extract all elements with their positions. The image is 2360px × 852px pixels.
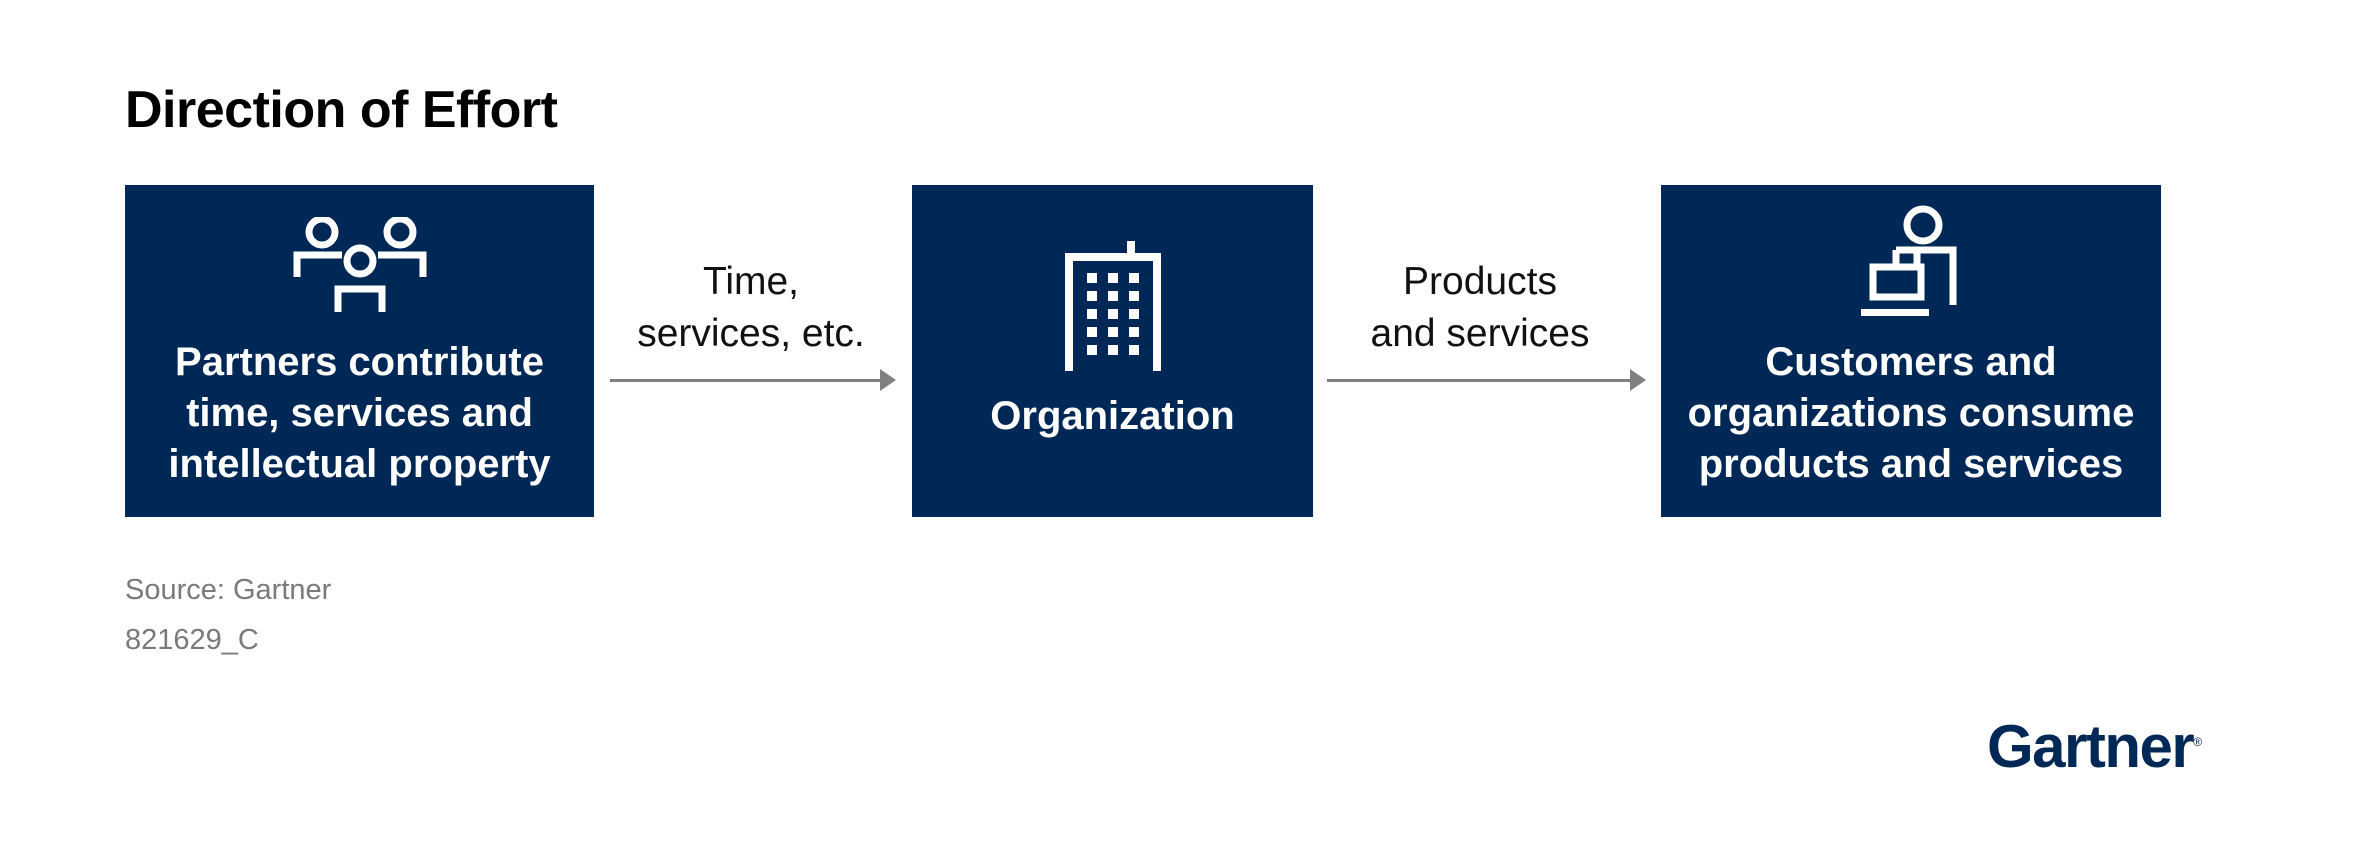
- arrow-right-icon: [1327, 369, 1646, 391]
- figure-id: 821629_C: [125, 624, 259, 656]
- diagram-title: Direction of Effort: [125, 81, 558, 139]
- node-text-line: organizations consume: [1687, 391, 2135, 435]
- node-text-line: time, services and: [186, 391, 533, 435]
- edge-label-time-services: Time, services, etc.: [606, 256, 896, 360]
- customer-laptop-icon: [1861, 205, 1961, 317]
- node-organization: Organization: [912, 185, 1313, 517]
- people-group-icon: [290, 215, 430, 317]
- edge-label-line: Time,: [702, 260, 800, 303]
- node-customers: Customers and organizations consume prod…: [1661, 185, 2161, 517]
- logo-text: Gartner: [1987, 713, 2195, 780]
- node-text-line: Organization: [990, 394, 1235, 438]
- gartner-logo: Gartner®: [1987, 712, 2202, 781]
- edge-label-products-services: Products and services: [1330, 256, 1630, 360]
- node-text-line: Customers and: [1765, 340, 2057, 384]
- edge-label-line: Products: [1403, 260, 1557, 303]
- registered-mark: ®: [2193, 735, 2203, 749]
- node-text-line: products and services: [1698, 442, 2124, 486]
- edge-label-line: and services: [1370, 312, 1590, 355]
- node-partners: Partners contribute time, services and i…: [125, 185, 594, 517]
- node-text-line: intellectual property: [168, 442, 551, 486]
- arrow-right-icon: [610, 369, 896, 391]
- source-note: Source: Gartner: [125, 574, 332, 606]
- node-text-line: Partners contribute: [175, 340, 544, 384]
- building-icon: [1064, 241, 1161, 371]
- edge-label-line: services, etc.: [637, 312, 865, 355]
